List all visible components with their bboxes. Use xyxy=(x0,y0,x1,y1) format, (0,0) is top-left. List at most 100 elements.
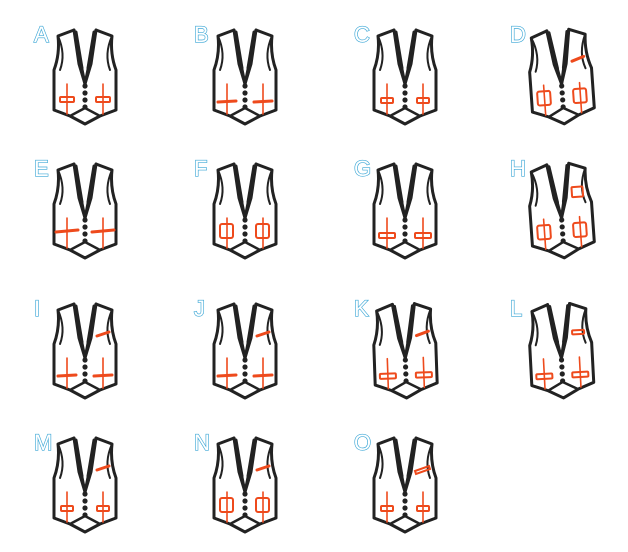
option-label: I xyxy=(33,296,41,321)
option-label: L xyxy=(509,296,523,321)
option-label: D xyxy=(509,22,526,47)
vest-outline xyxy=(212,28,278,126)
vest-outline xyxy=(528,301,596,400)
right-pocket-cross xyxy=(252,83,274,115)
buttons xyxy=(242,357,248,384)
vest-option: C xyxy=(332,8,489,144)
right-pocket-flapsmall xyxy=(96,491,110,523)
buttons xyxy=(559,217,566,244)
buttons xyxy=(402,217,408,244)
vest-diagram xyxy=(372,28,438,126)
vest-outline xyxy=(52,28,118,126)
vest-option: B xyxy=(172,8,329,144)
chest-pocket-welt xyxy=(415,329,430,338)
chest-pocket-welt xyxy=(255,330,271,338)
right-pocket-besom xyxy=(414,217,432,249)
vest-diagram xyxy=(528,27,596,126)
right-pocket-besom xyxy=(571,356,590,388)
vest-diagram xyxy=(528,301,596,400)
vest-outline xyxy=(212,162,278,260)
vest-diagram xyxy=(52,302,118,400)
left-pocket-cross xyxy=(56,357,78,389)
chest-pocket-welt xyxy=(570,54,586,63)
vest-option: H xyxy=(488,142,628,278)
vest-option: K xyxy=(332,282,489,418)
vest-option: E xyxy=(12,142,169,278)
vest-diagram xyxy=(52,436,118,534)
left-pocket-flapsmall xyxy=(380,491,394,523)
buttons xyxy=(402,357,409,384)
left-pocket-patch xyxy=(219,217,234,249)
vest-outline xyxy=(372,28,438,126)
buttons xyxy=(402,491,408,518)
option-label: G xyxy=(353,156,372,181)
chest-pocket-welt xyxy=(255,464,271,472)
vest-option: I xyxy=(12,282,169,418)
vest-diagram xyxy=(52,162,118,260)
right-pocket-besom xyxy=(414,356,433,389)
vest-diagram xyxy=(528,161,596,260)
vest-option: A xyxy=(12,8,169,144)
right-pocket-patch xyxy=(255,491,270,523)
vest-outline xyxy=(528,27,596,126)
vest-diagram xyxy=(372,162,438,260)
vest-outline xyxy=(52,162,118,260)
right-pocket-crossLong xyxy=(90,217,116,249)
right-pocket-cross xyxy=(92,357,114,389)
vest-outline xyxy=(52,302,118,400)
vest-option: J xyxy=(172,282,329,418)
option-label: B xyxy=(193,22,209,47)
left-pocket-besom xyxy=(378,357,397,390)
vest-option: G xyxy=(332,142,489,278)
buttons xyxy=(558,357,566,384)
left-pocket-flapsmall xyxy=(60,491,74,523)
vest-diagram xyxy=(372,302,439,400)
option-label: M xyxy=(33,430,53,455)
chest-pocket-patch xyxy=(570,185,585,199)
option-label: K xyxy=(353,296,369,321)
right-pocket-flapsmall xyxy=(416,83,430,115)
left-pocket-crossLong xyxy=(54,217,80,249)
vest-option: L xyxy=(488,282,628,418)
option-label: H xyxy=(509,156,526,181)
right-pocket-patch xyxy=(255,217,270,249)
buttons xyxy=(82,491,88,518)
buttons xyxy=(559,83,566,110)
option-label: A xyxy=(33,22,49,47)
buttons xyxy=(242,217,248,244)
left-pocket-patch xyxy=(219,491,234,523)
chest-pocket-welt xyxy=(95,464,111,472)
buttons xyxy=(82,217,88,244)
buttons xyxy=(82,83,88,110)
left-pocket-flapsmall xyxy=(380,83,394,115)
option-label: N xyxy=(193,430,210,455)
left-pocket-patch xyxy=(536,84,552,116)
vest-diagram xyxy=(212,162,278,260)
right-pocket-flapsmall xyxy=(416,491,430,523)
buttons xyxy=(82,357,88,384)
right-pocket-patch xyxy=(572,81,588,114)
vest-outline xyxy=(212,436,278,534)
vest-outline xyxy=(372,302,439,400)
option-label: C xyxy=(353,22,370,47)
vest-option: F xyxy=(172,142,329,278)
vest-option: O xyxy=(332,416,489,552)
chest-pocket-besom xyxy=(571,328,586,336)
right-pocket-flapbox xyxy=(95,83,111,115)
option-label: J xyxy=(193,296,205,321)
vest-diagram xyxy=(52,28,118,126)
left-pocket-cross xyxy=(216,357,238,389)
option-label: O xyxy=(353,430,372,455)
vest-outline xyxy=(372,162,438,260)
right-pocket-cross xyxy=(252,357,274,389)
chest-pocket-flapup xyxy=(413,464,432,476)
vest-outline xyxy=(372,436,438,534)
vest-diagram xyxy=(212,28,278,126)
vest-outline xyxy=(212,302,278,400)
left-pocket-flapbox xyxy=(59,83,75,115)
vest-option: N xyxy=(172,416,329,552)
vest-option: D xyxy=(488,8,628,144)
left-pocket-cross xyxy=(216,83,238,115)
buttons xyxy=(242,491,248,518)
right-pocket-patch xyxy=(572,215,588,248)
